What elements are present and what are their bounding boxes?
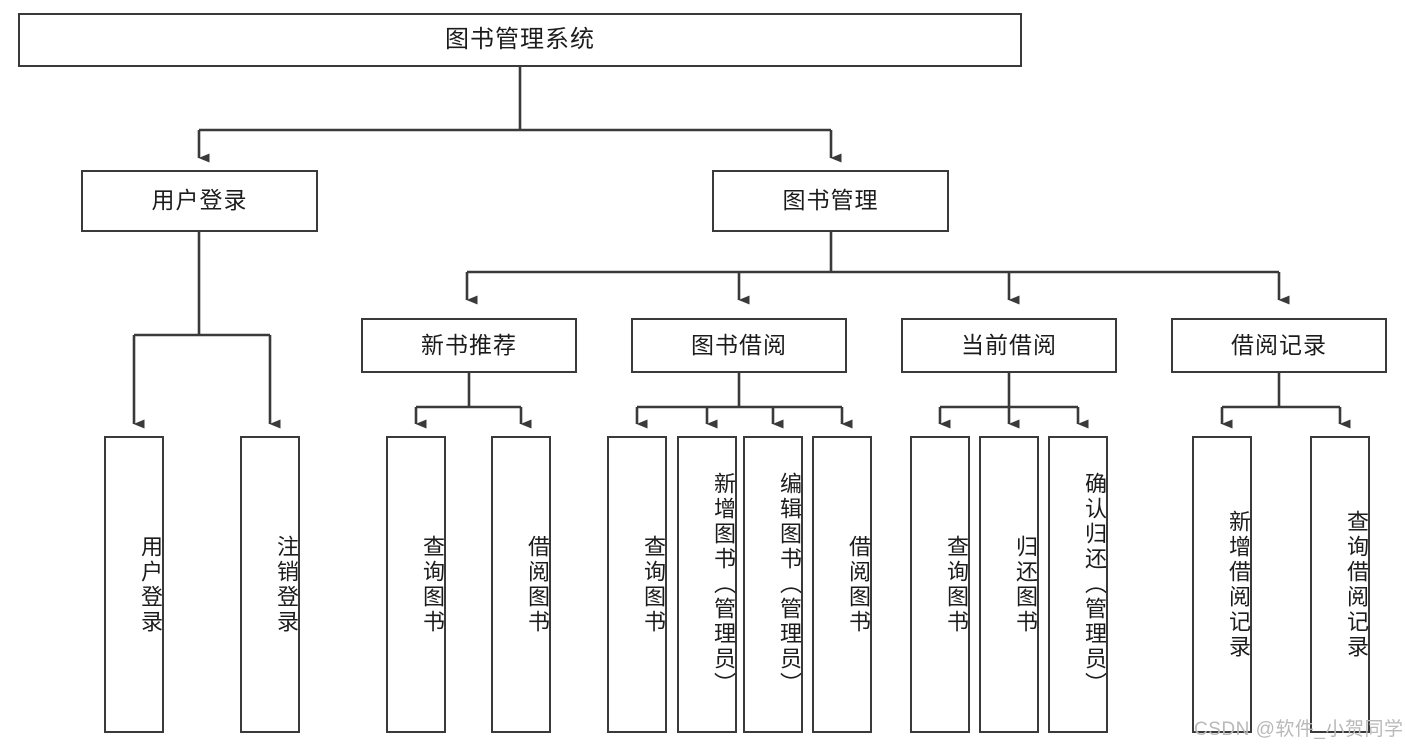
leaf-label: 确认归还（管理员）	[1082, 472, 1107, 697]
edge-group-borrow-record	[1220, 373, 1351, 429]
leaf-label: 借阅图书	[525, 534, 550, 635]
csdn-watermark: CSDN @软件_小贺同学	[1194, 719, 1404, 740]
leaf-label: 新增图书（管理员）	[711, 472, 736, 697]
leaf-return-book[interactable]: 归还图书	[979, 436, 1039, 733]
leaf-label: 归还图书	[1013, 534, 1038, 635]
node-book-manage[interactable]: 图书管理	[712, 170, 949, 232]
node-current-borrow[interactable]: 当前借阅	[901, 318, 1117, 373]
node-user-login[interactable]: 用户登录	[81, 170, 318, 232]
leaf-borrow-book-1[interactable]: 借阅图书	[491, 436, 551, 733]
edge-group-new-book-rec	[414, 373, 532, 429]
leaf-label: 查询图书	[944, 534, 969, 635]
node-root-system[interactable]: 图书管理系统	[18, 13, 1022, 67]
edge-group-book-manage	[465, 232, 1290, 305]
leaf-label: 用户登录	[138, 534, 163, 635]
leaf-query-book-2[interactable]: 查询图书	[607, 436, 667, 733]
leaf-edit-book[interactable]: 编辑图书（管理员）	[743, 436, 803, 733]
leaf-logout[interactable]: 注销登录	[240, 436, 300, 733]
node-borrow-record[interactable]: 借阅记录	[1171, 318, 1387, 373]
leaf-label: 查询借阅记录	[1344, 509, 1369, 660]
edge-group-root	[197, 67, 842, 163]
leaf-user-login[interactable]: 用户登录	[104, 436, 164, 733]
leaf-label: 查询图书	[641, 534, 666, 635]
leaf-add-borrow-record[interactable]: 新增借阅记录	[1192, 436, 1252, 733]
leaf-confirm-return[interactable]: 确认归还（管理员）	[1048, 436, 1108, 733]
leaf-label: 新增借阅记录	[1226, 509, 1251, 660]
node-new-book-recommend[interactable]: 新书推荐	[361, 318, 577, 373]
edge-group-user-login	[132, 232, 281, 429]
leaf-query-book-3[interactable]: 查询图书	[910, 436, 970, 733]
leaf-label: 借阅图书	[846, 534, 871, 635]
leaf-label: 编辑图书（管理员）	[777, 472, 802, 697]
leaf-query-book-1[interactable]: 查询图书	[386, 436, 446, 733]
leaf-borrow-book-2[interactable]: 借阅图书	[812, 436, 872, 733]
leaf-query-borrow-record[interactable]: 查询借阅记录	[1310, 436, 1370, 733]
edge-group-current-borrow	[938, 373, 1089, 429]
leaf-label: 查询图书	[420, 534, 445, 635]
edge-group-book-borrow	[635, 373, 853, 429]
leaf-label: 注销登录	[274, 534, 299, 635]
node-book-borrow[interactable]: 图书借阅	[631, 318, 847, 373]
leaf-add-book[interactable]: 新增图书（管理员）	[677, 436, 737, 733]
